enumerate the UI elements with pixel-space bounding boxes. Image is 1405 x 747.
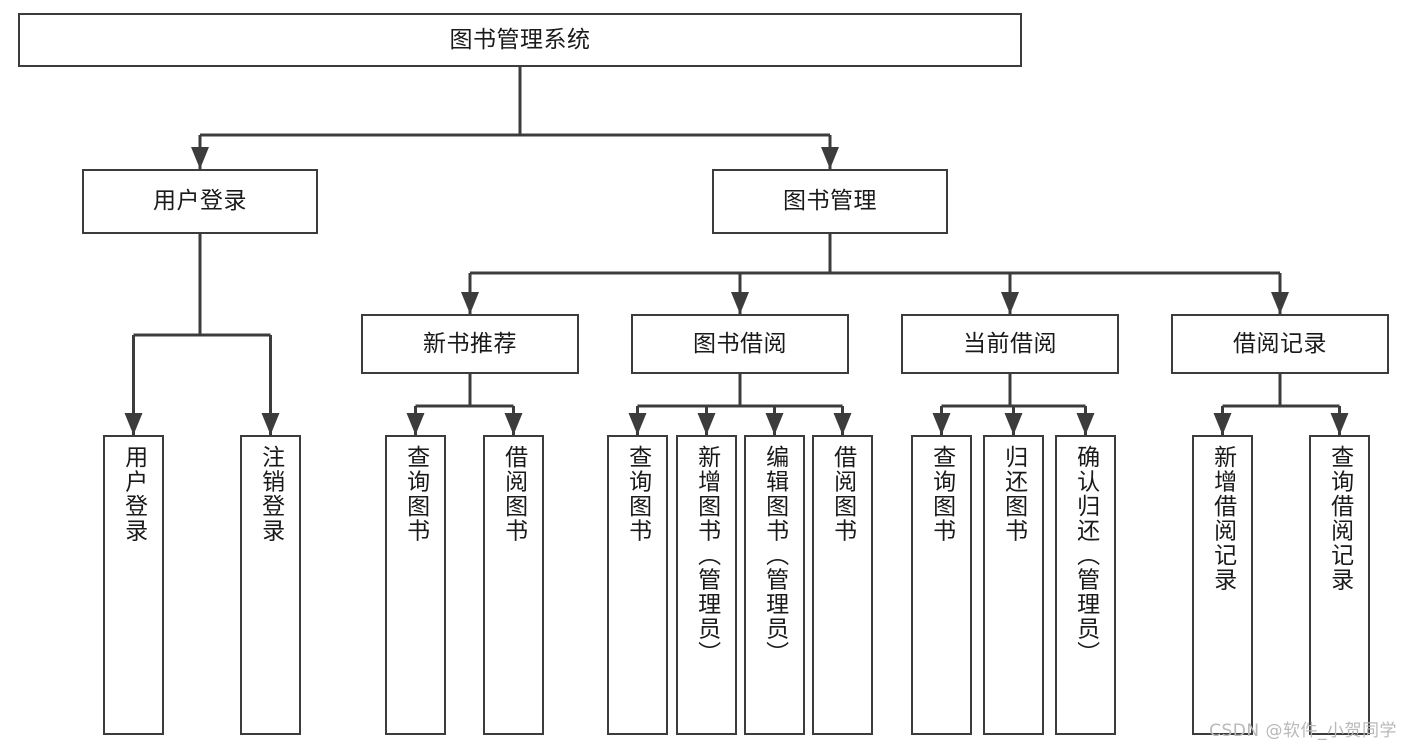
node-book-borrow[interactable]: 图书借阅 <box>631 314 849 374</box>
node-leaf-add-book[interactable]: 新增图书（管理员） <box>676 435 737 735</box>
arrow-head-icon-leaf-user-login <box>124 413 143 435</box>
node-label-leaf-user-logout: 注销登录 <box>257 445 284 543</box>
arrow-head-icon-leaf-add-record <box>1213 413 1232 435</box>
node-label-root: 图书管理系统 <box>449 26 591 53</box>
node-new-book-rec[interactable]: 新书推荐 <box>361 314 579 374</box>
node-label-new-book-rec: 新书推荐 <box>423 330 517 357</box>
node-label-leaf-borrow-book-1: 借阅图书 <box>500 445 527 543</box>
arrow-head-icon-new-book-rec <box>461 292 479 314</box>
node-leaf-borrow-book-2[interactable]: 借阅图书 <box>812 435 873 735</box>
node-label-leaf-user-login: 用户登录 <box>120 445 147 543</box>
node-label-leaf-confirm-return: 确认归还（管理员） <box>1072 445 1099 666</box>
node-label-leaf-query-book-3: 查询图书 <box>928 445 955 543</box>
node-label-leaf-edit-book: 编辑图书（管理员） <box>761 445 788 666</box>
node-leaf-user-login[interactable]: 用户登录 <box>103 435 164 735</box>
node-label-borrow-record: 借阅记录 <box>1233 330 1327 357</box>
node-label-leaf-add-record: 新增借阅记录 <box>1209 445 1236 592</box>
node-leaf-borrow-book-1[interactable]: 借阅图书 <box>483 435 544 735</box>
arrow-head-icon-borrow-record <box>1271 292 1289 314</box>
arrow-head-icon-leaf-borrow-book-1 <box>504 413 523 435</box>
arrow-head-icon-leaf-confirm-return <box>1076 413 1095 435</box>
arrow-head-icon-leaf-edit-book <box>765 413 784 435</box>
node-label-book-manage: 图书管理 <box>783 188 877 215</box>
arrow-head-icon-leaf-query-record <box>1330 413 1349 435</box>
arrow-head-icon-leaf-query-book-1 <box>406 413 425 435</box>
arrow-head-icon-leaf-user-logout <box>261 413 280 435</box>
arrow-head-icon-leaf-query-book-3 <box>932 413 951 435</box>
node-leaf-user-logout[interactable]: 注销登录 <box>240 435 301 735</box>
arrow-head-icon-book-manage <box>821 147 839 169</box>
node-label-leaf-add-book: 新增图书（管理员） <box>693 445 720 666</box>
node-leaf-query-book-2[interactable]: 查询图书 <box>607 435 668 735</box>
node-label-leaf-query-record: 查询借阅记录 <box>1326 445 1353 592</box>
node-borrow-record[interactable]: 借阅记录 <box>1171 314 1389 374</box>
node-leaf-confirm-return[interactable]: 确认归还（管理员） <box>1055 435 1116 735</box>
node-leaf-query-book-3[interactable]: 查询图书 <box>911 435 972 735</box>
node-book-manage[interactable]: 图书管理 <box>712 169 948 234</box>
arrow-head-icon-leaf-query-book-2 <box>628 413 647 435</box>
arrow-head-icon-leaf-borrow-book-2 <box>833 413 852 435</box>
node-root[interactable]: 图书管理系统 <box>18 13 1022 67</box>
node-label-leaf-borrow-book-2: 借阅图书 <box>829 445 856 543</box>
node-leaf-add-record[interactable]: 新增借阅记录 <box>1192 435 1253 735</box>
node-label-book-borrow: 图书借阅 <box>693 330 787 357</box>
node-leaf-query-book-1[interactable]: 查询图书 <box>385 435 446 735</box>
node-label-current-borrow: 当前借阅 <box>963 330 1057 357</box>
node-leaf-query-record[interactable]: 查询借阅记录 <box>1309 435 1370 735</box>
node-label-leaf-query-book-2: 查询图书 <box>624 445 651 543</box>
node-current-borrow[interactable]: 当前借阅 <box>901 314 1119 374</box>
arrow-head-icon-user-login <box>191 147 209 169</box>
arrow-head-icon-current-borrow <box>1001 292 1019 314</box>
node-label-user-login: 用户登录 <box>153 188 247 215</box>
node-user-login[interactable]: 用户登录 <box>82 169 318 234</box>
watermark-label: CSDN @软件_小贺同学 <box>1209 721 1397 741</box>
arrow-head-icon-leaf-add-book <box>697 413 716 435</box>
arrow-head-icon-leaf-return-book <box>1004 413 1023 435</box>
node-label-leaf-query-book-1: 查询图书 <box>402 445 429 543</box>
node-leaf-return-book[interactable]: 归还图书 <box>983 435 1044 735</box>
node-label-leaf-return-book: 归还图书 <box>1000 445 1027 543</box>
node-leaf-edit-book[interactable]: 编辑图书（管理员） <box>744 435 805 735</box>
arrow-head-icon-book-borrow <box>731 292 749 314</box>
